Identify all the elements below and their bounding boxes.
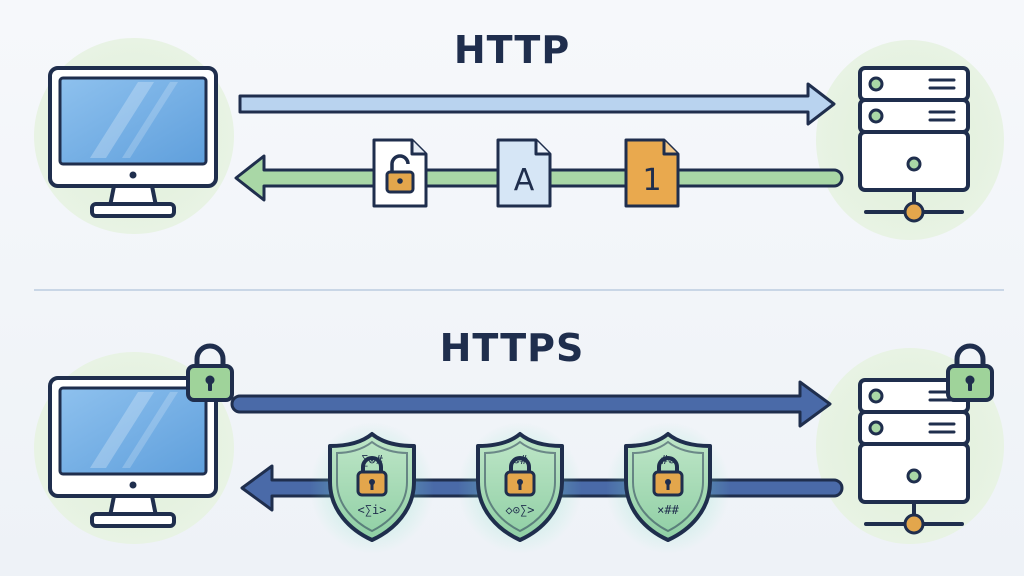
shield-cipher-top: ⊗# [513,453,528,467]
shield-icon: #⊗ ×## [624,432,712,542]
shield-cipher-bottom: <∑i> [358,503,387,517]
shield-cipher-bottom: ×## [657,503,679,517]
number-document-icon: 1 [624,138,680,208]
encrypted-shield-2: ⊗# ◇⊙∑> [458,422,582,554]
encrypted-shield-3: #⊗ ×## [606,422,730,554]
http-section: A 1 [34,38,1004,240]
http-request-arrow [238,82,836,126]
server-lock-icon [948,346,992,400]
shield-icon: ∑⊗# <∑i> [328,432,416,542]
letter-document-icon: A [496,138,552,208]
number-document-label: 1 [642,163,661,198]
unlocked-document-icon [372,138,428,208]
shield-icon: ⊗# ◇⊙∑> [476,432,564,542]
shield-cipher-top: ∑⊗# [361,453,383,467]
shield-cipher-top: #⊗ [661,453,675,467]
encrypted-shield-1: ∑⊗# <∑i> [310,422,434,554]
http-title: HTTP [453,28,571,72]
https-request-arrow [230,380,832,428]
shield-cipher-bottom: ◇⊙∑> [506,503,535,517]
letter-document-label: A [514,163,535,198]
client-lock-icon [188,346,232,400]
https-title: HTTPS [439,326,585,370]
https-section: ∑⊗# <∑i> ⊗# ◇⊙∑> #⊗ ×## [34,346,1004,554]
